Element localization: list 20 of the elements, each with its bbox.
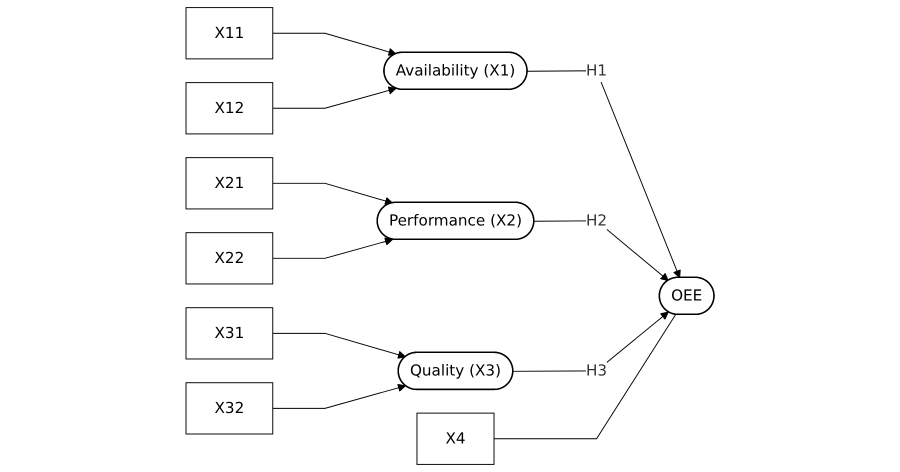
node-box: X11	[186, 7, 274, 60]
arrow	[512, 312, 669, 372]
node-box: X22	[186, 232, 274, 284]
node-box: X21	[186, 157, 274, 210]
arrow	[272, 86, 396, 109]
edge-label: H3	[586, 361, 608, 380]
arrow	[527, 70, 681, 278]
arrow	[272, 32, 396, 56]
arrow	[272, 384, 406, 409]
node-box: X4	[416, 412, 494, 465]
arrow	[272, 332, 406, 359]
arrow	[272, 237, 394, 259]
node-box: X12	[186, 82, 274, 134]
edge-label: H2	[586, 211, 608, 230]
edge-label: H1	[586, 61, 608, 80]
arrow	[272, 182, 394, 205]
node-box: X31	[186, 307, 274, 360]
node-box: X32	[186, 382, 274, 434]
connector	[494, 314, 676, 440]
arrow	[534, 220, 669, 282]
